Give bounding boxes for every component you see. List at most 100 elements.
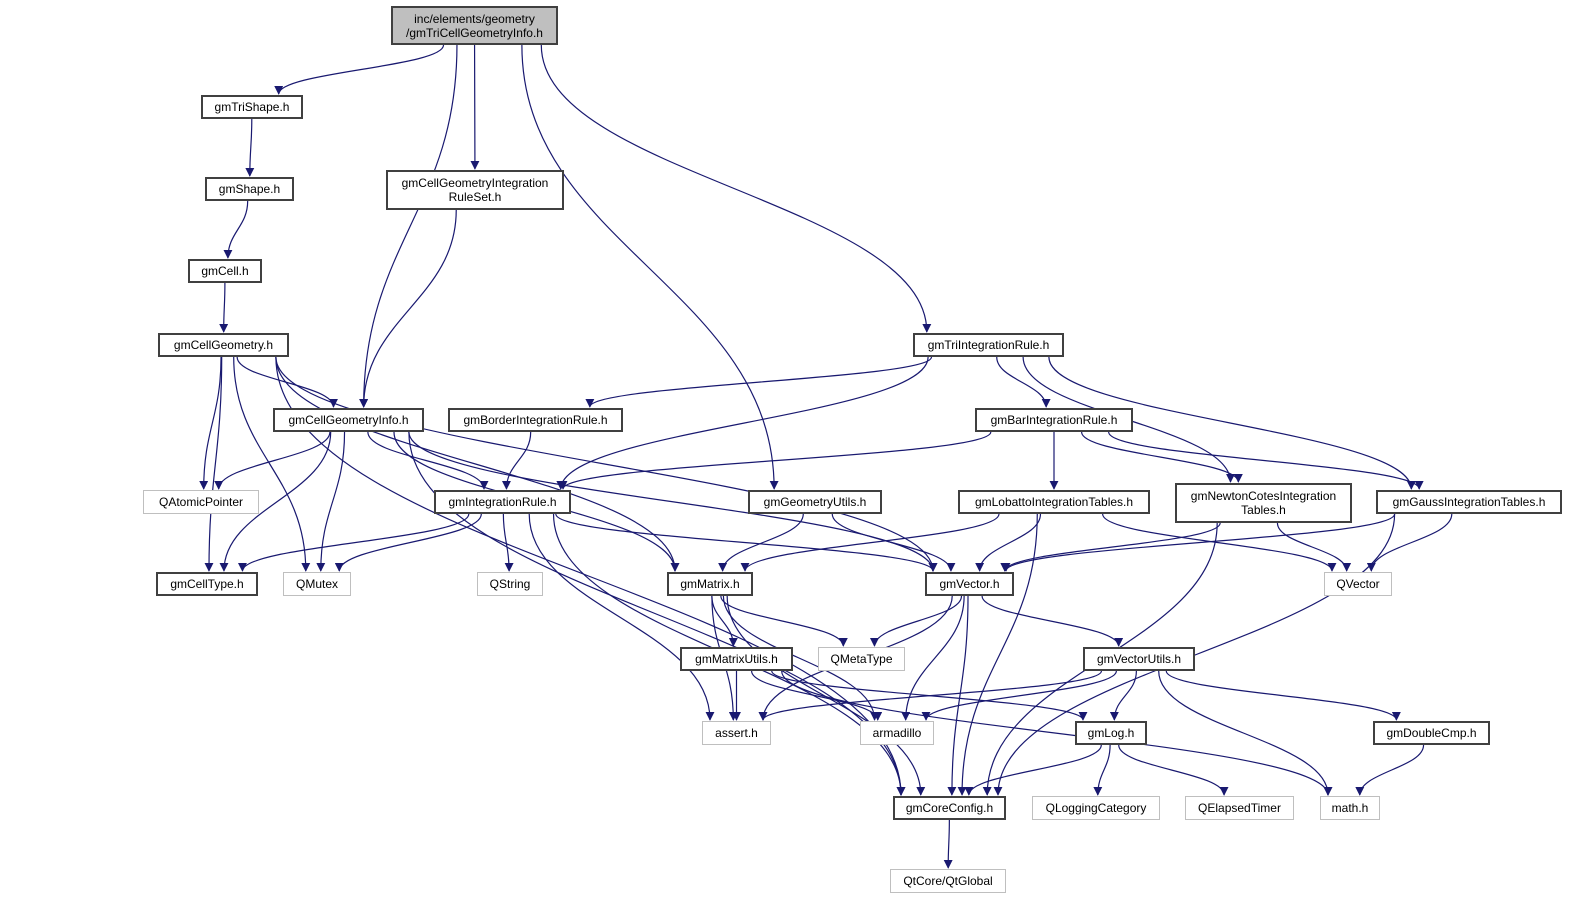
- edge-gmVector-to-gmVectorUtils: [981, 595, 1124, 647]
- edge-gmIntegrationRule-to-QString: [502, 513, 514, 572]
- node-q-elapsed-timer: QElapsedTimer: [1185, 796, 1294, 820]
- edge-root-to-gmTriIntegrationRule: [540, 44, 932, 333]
- edge-gmTriIntegrationRule-to-gmBorderIntegrationRule: [585, 356, 933, 408]
- edge-gmLobattoIntegrationTables-to-QVector: [1102, 513, 1337, 572]
- edge-gmMatrixUtils-to-armadillo: [751, 670, 883, 721]
- node-gm-newton-cotes-integration-tables[interactable]: gmNewtonCotesIntegration Tables.h: [1175, 483, 1352, 523]
- node-label: QMetaType: [830, 652, 893, 666]
- edge-gmLobattoIntegrationTables-to-gmMatrix: [740, 513, 1000, 572]
- node-label: gmNewtonCotesIntegration Tables.h: [1190, 489, 1337, 517]
- node-label: QLoggingCategory: [1045, 801, 1147, 815]
- node-q-logging-category: QLoggingCategory: [1032, 796, 1160, 820]
- node-gm-cell-type[interactable]: gmCellType.h: [156, 572, 258, 596]
- edge-gmGeometryUtils-to-gmVector: [831, 513, 956, 572]
- node-gm-geometry-utils[interactable]: gmGeometryUtils.h: [748, 490, 882, 514]
- node-label: gmCell.h: [201, 264, 249, 278]
- edge-gmCellGeometryInfo-to-gmCellType: [219, 431, 332, 572]
- edge-gmCellGeometry-to-QMutex: [233, 356, 311, 572]
- node-gm-gauss-integration-tables[interactable]: gmGaussIntegrationTables.h: [1376, 490, 1562, 514]
- edge-gmVectorUtils-to-gmLog: [1109, 670, 1137, 721]
- node-gm-log[interactable]: gmLog.h: [1075, 721, 1147, 745]
- node-label: math.h: [1331, 801, 1369, 815]
- edge-gmGaussIntegrationTables-to-QVector: [1366, 513, 1453, 572]
- node-label: gmVector.h: [939, 577, 1000, 591]
- edge-gmCellGeometry-to-gmMatrix: [275, 356, 680, 572]
- node-gm-double-cmp[interactable]: gmDoubleCmp.h: [1373, 721, 1490, 745]
- node-gm-cell[interactable]: gmCell.h: [188, 259, 262, 283]
- node-label: gmTriIntegrationRule.h: [927, 338, 1050, 352]
- edge-gmLog-to-gmCoreConfig: [964, 744, 1102, 796]
- node-label: gmShape.h: [218, 182, 281, 196]
- edge-gmIntegrationRule-to-gmCellType: [238, 513, 470, 572]
- edge-gmCellGeometryInfo-to-QAtomicPointer: [214, 431, 331, 490]
- edge-gmNewtonCotesIntegrationTables-to-QVector: [1276, 522, 1352, 572]
- node-q-atomic-pointer: QAtomicPointer: [143, 490, 259, 514]
- node-label: gmCellGeometryInfo.h: [288, 413, 409, 427]
- edge-gmLobattoIntegrationTables-to-gmVector: [975, 513, 1042, 572]
- node-gm-tri-integration-rule[interactable]: gmTriIntegrationRule.h: [913, 333, 1064, 357]
- node-gm-cell-geometry[interactable]: gmCellGeometry.h: [158, 333, 289, 357]
- node-gm-matrix-utils[interactable]: gmMatrixUtils.h: [680, 647, 793, 671]
- node-label: gmLobattoIntegrationTables.h: [974, 495, 1134, 509]
- node-label: gmTriShape.h: [214, 100, 290, 114]
- node-gm-bar-integration-rule[interactable]: gmBarIntegrationRule.h: [975, 408, 1133, 432]
- node-label: gmCellGeometry.h: [173, 338, 274, 352]
- edge-root-to-gmCellGeometryInfo: [359, 44, 458, 408]
- node-root[interactable]: inc/elements/geometry /gmTriCellGeometry…: [391, 6, 558, 45]
- edge-gmCellGeometryInfo-to-gmVector: [408, 431, 938, 572]
- edge-gmLog-to-QElapsedTimer: [1118, 744, 1229, 796]
- edge-root-to-gmTriShape: [274, 44, 445, 95]
- node-gm-cell-geometry-info[interactable]: gmCellGeometryInfo.h: [273, 408, 424, 432]
- node-assert: assert.h: [702, 721, 771, 745]
- node-q-vector: QVector: [1324, 572, 1392, 596]
- node-label: gmMatrixUtils.h: [695, 652, 778, 666]
- edge-gmMatrix-to-gmCoreConfig: [726, 595, 926, 796]
- edge-gmTriIntegrationRule-to-gmIntegrationRule: [556, 356, 929, 490]
- node-gm-shape[interactable]: gmShape.h: [205, 177, 294, 201]
- node-gm-tri-shape[interactable]: gmTriShape.h: [201, 95, 303, 119]
- node-label: QAtomicPointer: [158, 495, 244, 509]
- edge-gmLobattoIntegrationTables-to-gmCoreConfig: [957, 513, 1038, 796]
- node-gm-vector-utils[interactable]: gmVectorUtils.h: [1083, 647, 1195, 671]
- node-gm-matrix[interactable]: gmMatrix.h: [667, 572, 753, 596]
- node-label: gmBorderIntegrationRule.h: [463, 413, 608, 427]
- edge-gmVectorUtils-to-math: [1158, 670, 1333, 796]
- node-label: gmGeometryUtils.h: [763, 495, 867, 509]
- node-label: gmCoreConfig.h: [905, 801, 994, 815]
- edge-gmGeometryUtils-to-gmMatrix: [718, 513, 804, 572]
- node-gm-core-config[interactable]: gmCoreConfig.h: [893, 796, 1006, 820]
- edge-root-to-gmGeometryUtils: [521, 44, 779, 490]
- node-math: math.h: [1320, 796, 1380, 820]
- edge-gmCellGeometryInfo-to-QMutex: [316, 431, 346, 572]
- node-label: gmDoubleCmp.h: [1386, 726, 1477, 740]
- edge-gmIntegrationRule-to-QMutex: [334, 513, 482, 572]
- node-label: armadillo: [872, 726, 922, 740]
- edge-gmCellGeometryInfo-to-gmIntegrationRule: [367, 431, 489, 490]
- node-gm-vector[interactable]: gmVector.h: [925, 572, 1014, 596]
- edge-gmTriIntegrationRule-to-gmBarIntegrationRule: [996, 356, 1051, 408]
- node-label: QMutex: [295, 577, 338, 591]
- edge-gmVector-to-armadillo: [901, 595, 965, 721]
- node-label: inc/elements/geometry /gmTriCellGeometry…: [406, 11, 543, 40]
- node-label: QElapsedTimer: [1198, 801, 1281, 815]
- node-gm-lobatto-integration-tables[interactable]: gmLobattoIntegrationTables.h: [958, 490, 1150, 514]
- node-gm-integration-rule[interactable]: gmIntegrationRule.h: [434, 490, 571, 514]
- edge-gmTriShape-to-gmShape: [245, 118, 255, 177]
- edge-gmGaussIntegrationTables-to-gmVector: [1001, 513, 1396, 572]
- node-label: gmMatrix.h: [680, 577, 740, 591]
- edge-gmVectorUtils-to-assert: [758, 670, 1103, 721]
- node-q-meta-type: QMetaType: [818, 647, 905, 671]
- node-gm-cell-geometry-integration-rule-set[interactable]: gmCellGeometryIntegration RuleSet.h: [386, 170, 564, 210]
- edge-gmLog-to-QLoggingCategory: [1093, 744, 1111, 796]
- edge-gmShape-to-gmCell: [223, 200, 249, 259]
- node-armadillo: armadillo: [860, 721, 934, 745]
- edge-gmCellGeometry-to-gmCellType: [204, 356, 223, 572]
- node-gm-border-integration-rule[interactable]: gmBorderIntegrationRule.h: [448, 408, 623, 432]
- edge-gmCellGeometryIntegrationRuleSet-to-gmCellGeometryInfo: [359, 209, 457, 408]
- edge-gmTriIntegrationRule-to-gmGaussIntegrationTables: [1048, 356, 1416, 490]
- node-qt-global: QtCore/QtGlobal: [890, 869, 1006, 893]
- edge-gmVectorUtils-to-gmDoubleCmp: [1165, 670, 1401, 721]
- edge-gmVectorUtils-to-armadillo: [921, 670, 1118, 721]
